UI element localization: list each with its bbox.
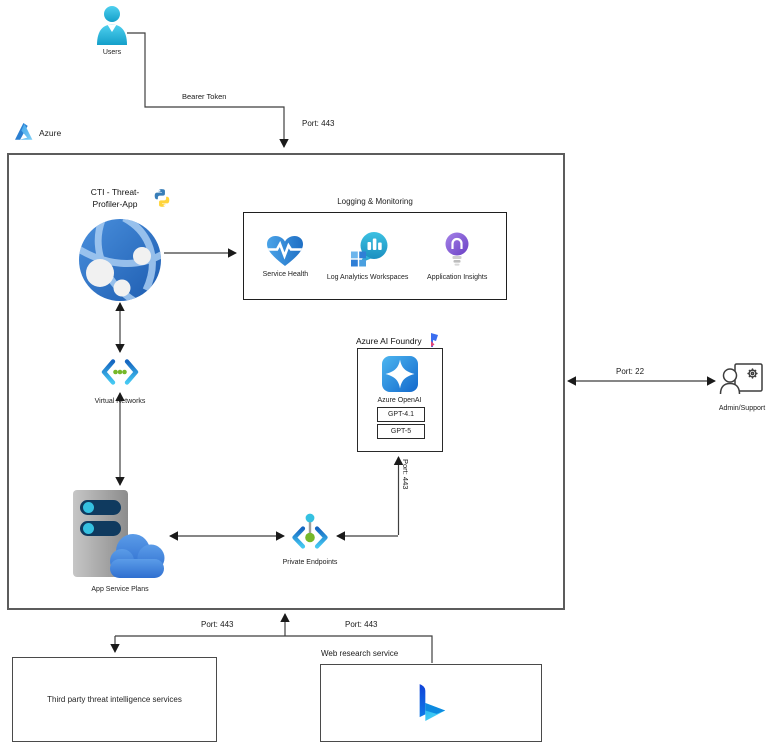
bearer-token-label: Bearer Token (182, 92, 227, 101)
azure-boundary-box (7, 153, 565, 610)
azure-label: Azure (39, 128, 62, 138)
logging-box-title: Logging & Monitoring (337, 197, 413, 206)
logging-monitoring-box: Service Health Log Analytics Workspaces (243, 212, 507, 300)
bottom-branch-line (115, 635, 433, 663)
chart-bubble-icon (350, 231, 388, 266)
cti-app-title-line2: Profiler-App (92, 198, 138, 209)
virtual-networks-label: Virtual Networks (94, 398, 146, 405)
web-research-service-label: Web research service (321, 649, 399, 658)
private-endpoints-icon (292, 513, 328, 549)
gpt-5-box: GPT-5 (377, 424, 425, 439)
ai-foundry-title: Azure AI Foundry (356, 336, 422, 346)
app-service-plans-icon (73, 490, 165, 578)
admin-support-icon (719, 363, 763, 395)
bing-icon (419, 684, 446, 721)
port-443-bottom-right-label: Port: 443 (345, 620, 378, 629)
azure-openai-label: Azure OpenAI (377, 397, 422, 404)
log-analytics-item: Log Analytics Workspaces (326, 231, 409, 282)
service-health-label: Service Health (262, 270, 309, 278)
web-research-box (320, 664, 542, 742)
heart-pulse-icon (267, 235, 304, 266)
azure-openai-icon (382, 356, 418, 392)
ai-foundry-icon (431, 333, 438, 347)
application-insights-label: Application Insights (427, 273, 488, 281)
cti-app-title: CTI - Threat- Profiler-App (75, 187, 155, 210)
port-443-top-label: Port: 443 (302, 119, 335, 128)
port-443-bottom-left-label: Port: 443 (201, 620, 234, 629)
app-globe-icon (79, 219, 161, 301)
port-22-label: Port: 22 (616, 367, 645, 376)
private-endpoints-label: Private Endpoints (282, 559, 338, 566)
admin-support-label: Admin/Support (718, 405, 766, 412)
gpt-41-box: GPT-4.1 (377, 407, 425, 422)
app-service-plans-label: App Service Plans (91, 586, 149, 593)
application-insights-item: Application Insights (427, 231, 487, 282)
third-party-box: Third party threat intelligence services (12, 657, 217, 742)
users-to-azure-line (127, 32, 289, 148)
log-analytics-label: Log Analytics Workspaces (326, 273, 409, 281)
virtual-networks-icon (101, 359, 139, 385)
cti-app-title-line1: CTI - Threat- (90, 187, 140, 197)
python-icon (154, 189, 170, 207)
users-label: Users (102, 49, 122, 56)
port-443-vertical-label: Port: 443 (401, 459, 410, 490)
azure-logo-icon (15, 123, 33, 140)
lightbulb-icon (445, 232, 469, 266)
third-party-label: Third party threat intelligence services (47, 695, 182, 704)
users-icon (97, 6, 127, 45)
service-health-item: Service Health (262, 234, 309, 279)
